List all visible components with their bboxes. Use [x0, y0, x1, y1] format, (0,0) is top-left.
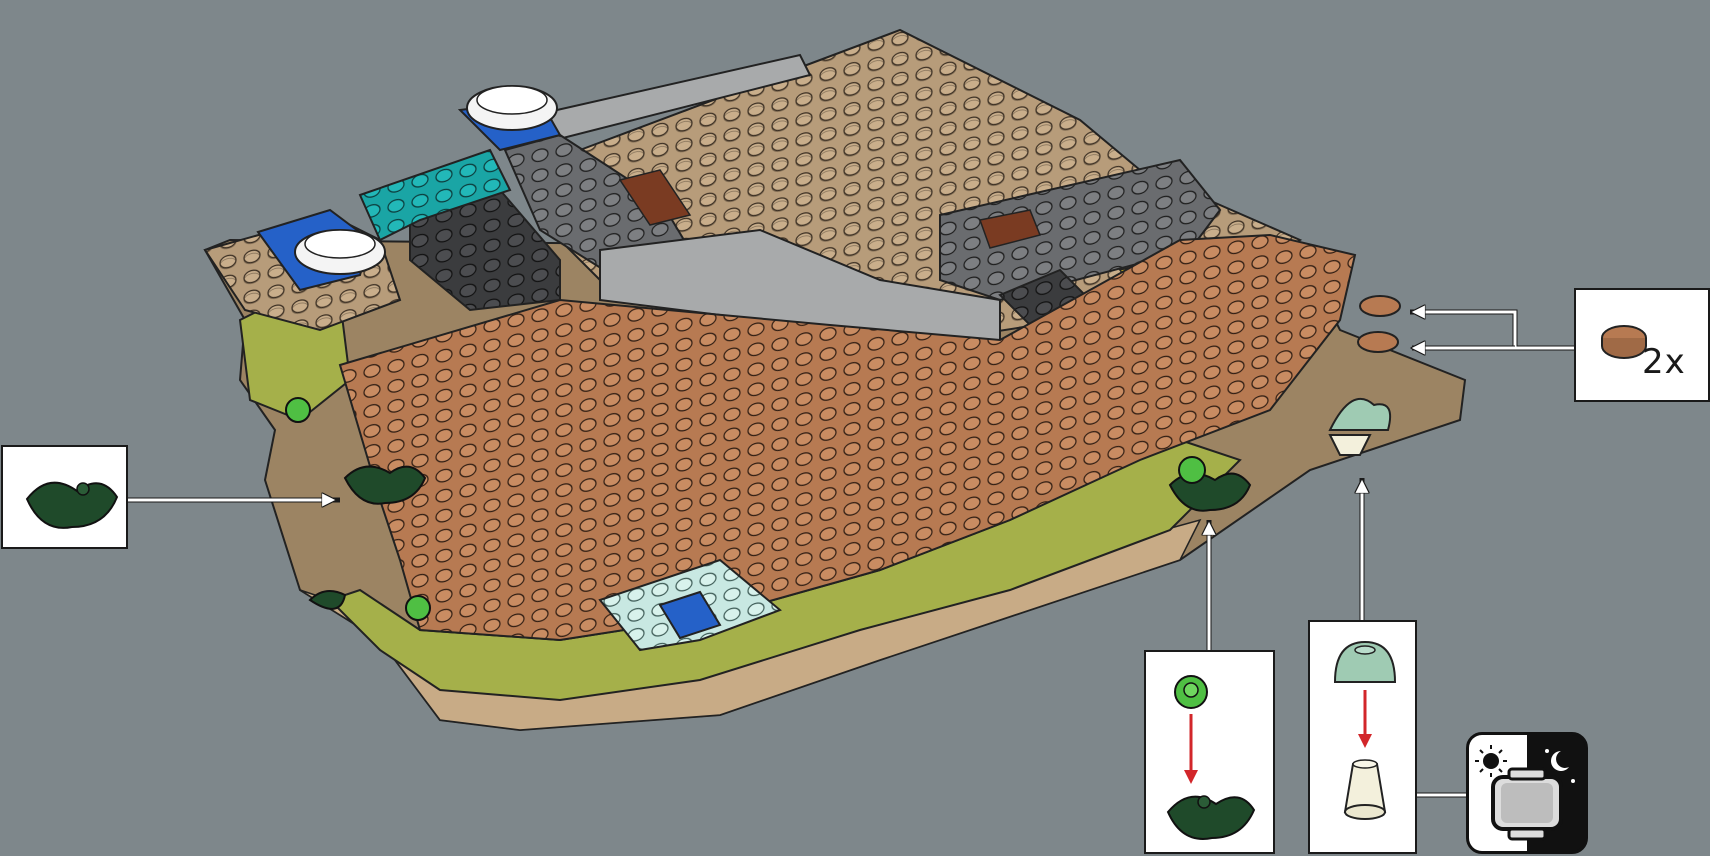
dome-icon [1335, 642, 1395, 682]
attach-arrow-icon [1184, 714, 1198, 784]
flower-leaves-callout [1144, 650, 1275, 854]
model-round-tiles [1358, 296, 1400, 352]
plant-leaves-icon [1168, 796, 1254, 839]
quantity-label: 2x [1642, 342, 1686, 382]
round-tile-icon [1602, 326, 1646, 358]
cone-icon [1345, 760, 1385, 819]
plant-leaves-icon [27, 483, 117, 528]
mushroom-callout [1308, 620, 1417, 854]
round-tile-callout: 2x [1574, 288, 1710, 402]
day-night-light-brick-icon [1469, 735, 1585, 851]
leaf-plant-callout [1, 445, 128, 549]
attach-arrow-icon [1358, 690, 1372, 748]
flower-plate-icon [1175, 676, 1207, 708]
light-brick-badge [1466, 732, 1588, 854]
